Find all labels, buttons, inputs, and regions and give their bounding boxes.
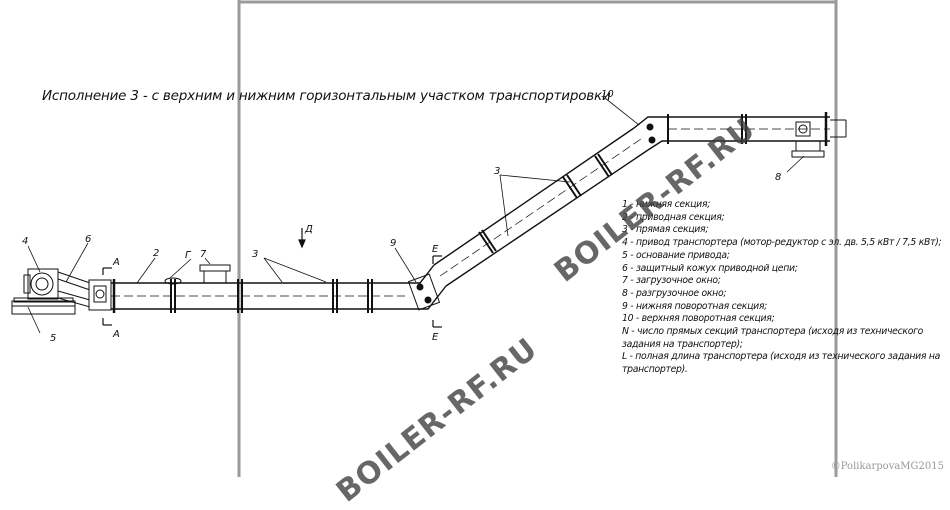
inclined-duct — [433, 127, 649, 287]
section-e-top: Е — [432, 244, 439, 255]
drawing-title: Исполнение 3 - с верхним и нижним горизо… — [42, 88, 611, 104]
legend-item: N - число прямых секций транспортера (ис… — [622, 326, 924, 350]
legend-item: 9 - нижняя поворотная секция; — [622, 300, 767, 312]
section-a-bottom: А — [112, 329, 120, 340]
leader-lines — [27, 97, 805, 334]
legend-item: 8 - разгрузочное окно; — [622, 287, 727, 299]
callout-4: 4 — [22, 236, 28, 247]
callout-9: 9 — [390, 238, 396, 249]
callout-3-lower: 3 — [252, 249, 258, 260]
lower-turning-section — [405, 264, 447, 311]
unloading-window — [791, 140, 825, 158]
callout-6: 6 — [85, 234, 91, 245]
view-d-label: Д — [304, 224, 313, 235]
legend-item: 3 - прямая секция; — [622, 224, 709, 236]
detail-g-label: Г — [185, 250, 192, 261]
callout-7: 7 — [200, 249, 207, 260]
legend-item: 2 - приводная секция; — [622, 211, 725, 223]
legend-item: 7 - загрузочное окно; — [622, 275, 721, 287]
legend-item: 10 - верхняя поворотная секция; — [622, 313, 775, 325]
legend-item: L - полная длина транспортера (исходя из… — [622, 351, 940, 376]
drive-base — [11, 297, 76, 315]
callout-3-incline: 3 — [494, 166, 500, 177]
legend-item: 5 - основание привода; — [622, 249, 730, 261]
sheet-frame — [237, 0, 838, 477]
callout-10: 10 — [601, 89, 614, 100]
detail-g-marker — [164, 277, 182, 285]
loading-window — [199, 264, 231, 284]
section-e-bottom: Е — [432, 332, 439, 343]
section-marks — [102, 228, 442, 328]
callout-8: 8 — [775, 172, 781, 183]
callout-2: 2 — [153, 248, 159, 259]
callout-5: 5 — [50, 333, 56, 344]
drive-section — [88, 279, 112, 311]
legend-item: 1 - нижняя секция; — [622, 199, 711, 210]
drive-motor — [23, 268, 59, 300]
copyright: ©PolikarpovaMG2015 — [830, 461, 944, 472]
section-a-top: А — [112, 257, 120, 268]
legend-item: 6 - защитный кожух приводной цепи; — [622, 262, 798, 274]
upper-turning-section — [633, 114, 669, 151]
parts-legend: 1 - нижняя секция; 2 - приводная секция;… — [622, 199, 947, 377]
conveyor-drawing: 4 6 2 5 7 3 9 3 10 8 А А Г Д Е Е — [11, 0, 847, 477]
legend-item: 4 - привод транспортера (мотор-редуктор … — [622, 237, 942, 249]
lower-horizontal-duct — [111, 279, 405, 313]
